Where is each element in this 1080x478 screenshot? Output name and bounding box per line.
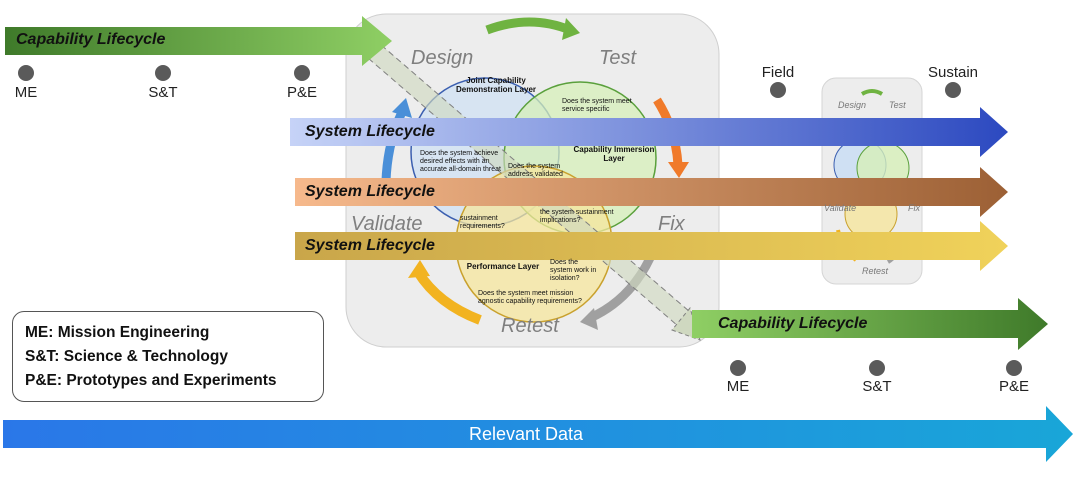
cycle-arrow-design-test [485, 17, 572, 35]
milestone-dot-field [770, 82, 786, 98]
milestone-dot-st-top [155, 65, 171, 81]
cycle-arrowhead-green [562, 18, 580, 40]
phase-fix: Fix [658, 213, 685, 235]
milestone-label-field: Field [761, 64, 795, 81]
venn-q-sustainment-req: sustainment requirements? [460, 215, 505, 230]
milestone-label-sustain: Sustain [927, 64, 979, 81]
venn-q-address-validated: Does the system address validated [508, 163, 563, 178]
venn-q-service-specific: Does the system meet service specific [562, 98, 632, 113]
milestone-dot-st-bottom [869, 360, 885, 376]
system-lifecycle-label-orange: System Lifecycle [305, 183, 435, 200]
phase-design: Design [411, 47, 474, 69]
milestone-label-me-bottom: ME [726, 378, 750, 395]
venn-title-bottom: Performance Layer [466, 262, 540, 271]
capability-lifecycle-arrow-bottom [692, 298, 1048, 350]
legend-item-st: S&T: Science & Technology [25, 348, 228, 365]
milestone-dot-me-bottom [730, 360, 746, 376]
system-lifecycle-arrow-gold [295, 221, 1008, 271]
milestone-label-pe-bottom: P&E [998, 378, 1029, 395]
capability-lifecycle-arrow-top [5, 16, 392, 66]
cycle-arrow-retest-validate [413, 269, 482, 325]
phase-validate: Validate [351, 213, 423, 235]
cycle-arrowhead-gold [408, 260, 430, 278]
phase-retest: Retest [501, 315, 559, 337]
venn-q-desired-effects: Does the system achieve desired effects … [420, 150, 501, 173]
venn-q-sustainment-impl: the system sustainment implications? [540, 209, 614, 224]
milestone-label-st-top: S&T [148, 84, 178, 101]
relevant-data-arrow [3, 406, 1073, 462]
mini-phase-design: Design [838, 100, 867, 110]
milestone-dot-pe-top [294, 65, 310, 81]
venn-title-top: Joint Capability Demonstration Layer [455, 76, 537, 94]
mini-phase-retest: Retest [862, 266, 889, 276]
cycle-arrowhead-gray [580, 308, 598, 330]
capability-lifecycle-label-bottom: Capability Lifecycle [718, 315, 868, 332]
capability-lifecycle-label-top: Capability Lifecycle [16, 31, 166, 48]
milestone-label-me-top: ME [14, 84, 38, 101]
venn-q-mission-agnostic: Does the system meet mission agnostic ca… [478, 290, 582, 305]
legend-item-me: ME: Mission Engineering [25, 324, 210, 341]
legend-box: ME: Mission Engineering S&T: Science & T… [12, 311, 324, 402]
phase-test: Test [599, 47, 637, 69]
system-lifecycle-arrow-blue [290, 107, 1008, 157]
venn-title-right: Capability Immersion Layer [573, 145, 655, 163]
milestone-dot-pe-bottom [1006, 360, 1022, 376]
milestone-label-st-bottom: S&T [862, 378, 892, 395]
mini-arrow-green [860, 89, 884, 96]
system-lifecycle-label-gold: System Lifecycle [305, 237, 435, 254]
milestone-dot-me-top [18, 65, 34, 81]
cycle-arrowhead-orange [668, 162, 689, 178]
mini-phase-fix: Fix [908, 203, 920, 213]
system-lifecycle-label-blue: System Lifecycle [305, 123, 435, 140]
cycle-arrow-fix-retest [588, 256, 655, 323]
system-lifecycle-arrow-orange [295, 167, 1008, 217]
mini-phase-test: Test [889, 100, 906, 110]
mini-phase-validate: Validate [824, 203, 857, 213]
venn-q-isolation: Does the system work in isolation? [550, 259, 597, 282]
milestone-label-pe-top: P&E [286, 84, 317, 101]
cycle-arrowhead-blue [392, 98, 412, 118]
milestone-dot-sustain [945, 82, 961, 98]
relevant-data-label: Relevant Data [469, 424, 584, 444]
legend-item-pe: P&E: Prototypes and Experiments [25, 372, 277, 389]
